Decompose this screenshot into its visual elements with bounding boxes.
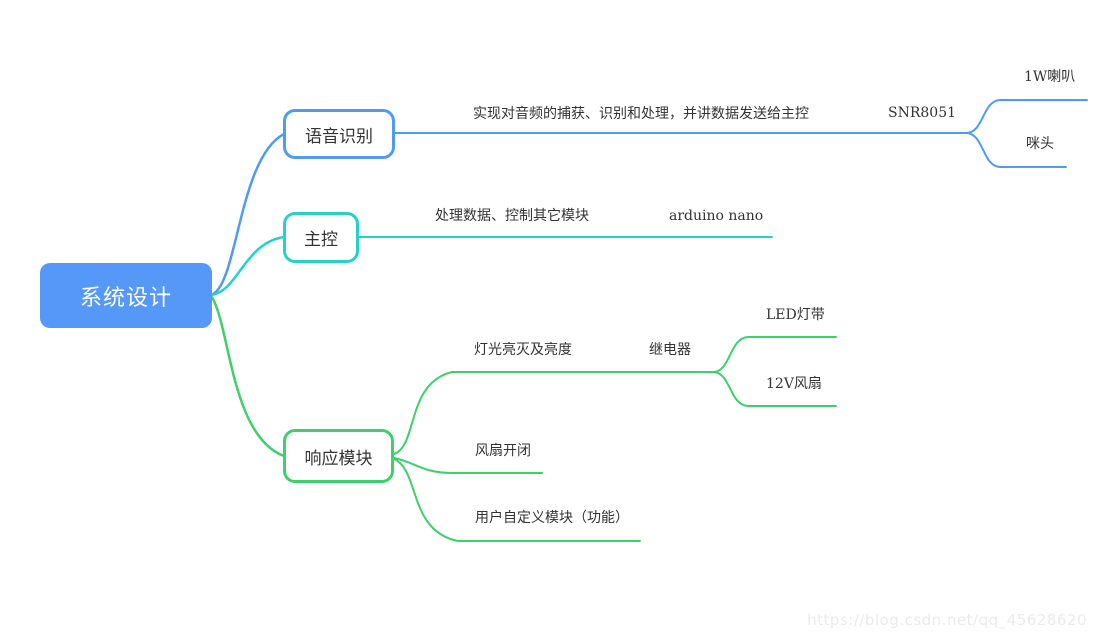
edge-root-main (209, 235, 286, 297)
edge-label-main-control-description[interactable]: 处理数据、控制其它模块 (435, 208, 589, 224)
edge-response-fan-switch (393, 457, 543, 474)
branch-topic-response-module[interactable]: 响应模块 (283, 429, 394, 483)
leaf-topic-led-strip[interactable]: LED灯带 (766, 307, 825, 323)
edge-relay-led (712, 336, 837, 373)
edge-root-voice (209, 132, 286, 297)
leaf-topic-microphone[interactable]: 咪头 (1026, 136, 1054, 152)
leaf-topic-arduino-nano[interactable]: arduino nano (669, 208, 764, 224)
leaf-topic-1w-speaker[interactable]: 1W喇叭 (1024, 69, 1076, 85)
branch-topic-voice-recognition[interactable]: 语音识别 (283, 109, 395, 159)
topic-label-light-control[interactable]: 灯光亮灭及亮度 (474, 342, 572, 358)
leaf-topic-12v-fan[interactable]: 12V风扇 (766, 376, 822, 392)
topic-label-fan-switch[interactable]: 风扇开闭 (475, 443, 531, 459)
edge-snr-speaker (965, 99, 1088, 134)
edge-root-response (209, 294, 286, 458)
edge-label-voice-description[interactable]: 实现对音频的捕获、识别和处理，并讲数据发送给主控 (473, 106, 809, 122)
topic-label-relay[interactable]: 继电器 (649, 342, 691, 358)
edge-response-light (393, 371, 714, 455)
root-topic-system-design[interactable]: 系统设计 (40, 263, 212, 328)
topic-label-snr8051[interactable]: SNR8051 (888, 105, 957, 121)
branch-topic-main-control[interactable]: 主控 (283, 212, 359, 263)
edge-response-custom (393, 458, 641, 542)
topic-label-user-custom-module[interactable]: 用户自定义模块（功能） (475, 510, 629, 526)
csdn-watermark: https://blog.csdn.net/qq_45628620 (807, 611, 1087, 629)
